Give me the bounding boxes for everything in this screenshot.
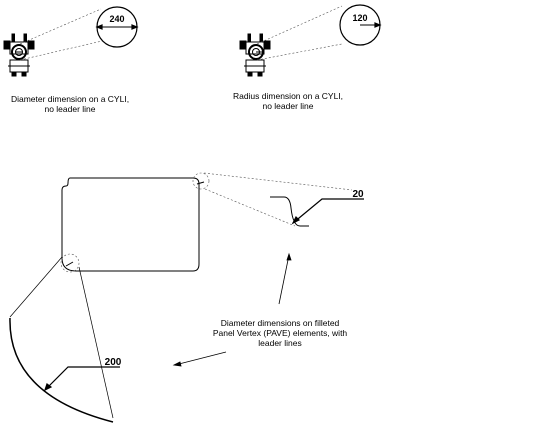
caption-line: Diameter dimensions on filleted bbox=[220, 318, 340, 328]
diameter-value-label: 240 bbox=[109, 14, 124, 24]
detail-circle-diameter bbox=[95, 6, 139, 48]
projection-lines-diameter bbox=[19, 8, 103, 61]
caption-pointer-arrows bbox=[172, 252, 292, 367]
projection-lines-top-right bbox=[203, 172, 353, 227]
radius-value-label: 120 bbox=[352, 13, 367, 23]
caption-pave: Diameter dimensions on filleted Panel Ve… bbox=[205, 318, 355, 348]
caption-line: Diameter dimension on a CYLI, bbox=[10, 94, 130, 104]
caption-radius-cyli: Radius dimension on a CYLI, no leader li… bbox=[218, 91, 358, 111]
caption-line: no leader line bbox=[44, 104, 96, 114]
panel-vertex-outline bbox=[61, 177, 200, 272]
caption-line: no leader line bbox=[262, 101, 314, 111]
projection-lines-bottom-left bbox=[9, 256, 114, 419]
fillet-marker-bottom-left bbox=[60, 253, 80, 273]
pave-value-label-right: 20 bbox=[352, 189, 364, 200]
projection-lines-radius bbox=[256, 5, 343, 61]
caption-line: Panel Vertex (PAVE) elements, with bbox=[212, 328, 348, 338]
caption-line: Radius dimension on a CYLI, bbox=[232, 91, 344, 101]
leader-line-right bbox=[291, 198, 364, 225]
caption-diameter-cyli: Diameter dimension on a CYLI, no leader … bbox=[0, 94, 140, 114]
fillet-curve-enlarged-left bbox=[9, 317, 114, 423]
pave-value-label-left: 200 bbox=[105, 357, 122, 368]
leader-line-left bbox=[43, 366, 120, 392]
fillet-curve-enlarged-right bbox=[270, 196, 309, 227]
cyli-valve-symbol-diameter bbox=[3, 33, 35, 77]
fillet-arrow-top-right bbox=[196, 181, 205, 185]
fillet-arrow-bottom-left bbox=[65, 261, 74, 267]
fillet-marker-top-right bbox=[192, 172, 210, 190]
caption-line: leader lines bbox=[258, 338, 302, 348]
detail-circle-radius bbox=[339, 4, 382, 46]
cyli-valve-symbol-radius bbox=[239, 33, 271, 77]
